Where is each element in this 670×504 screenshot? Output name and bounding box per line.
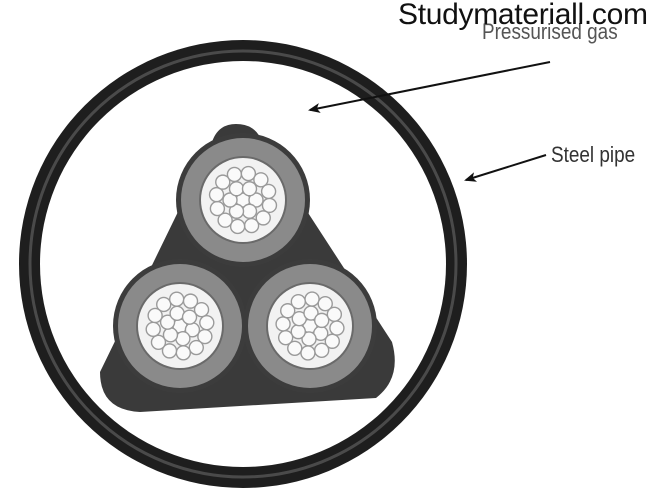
conductor-strand — [240, 165, 257, 182]
conductor-strand — [161, 343, 178, 359]
watermark-text: Studymateriall.com — [398, 0, 648, 31]
conductor-strand — [182, 293, 199, 309]
conductor-strand — [145, 321, 161, 338]
conductor-strand — [317, 296, 333, 312]
conductor-strand — [326, 306, 343, 323]
conductor-strand — [147, 307, 163, 324]
conductor-strand — [300, 345, 316, 361]
pressurised-gas-label: Pressurised gas — [482, 19, 618, 44]
conductor-strand — [241, 181, 258, 197]
conductor-strand — [181, 309, 198, 325]
conductor-strand — [241, 203, 258, 219]
pressurised-gas-arrow — [308, 61, 551, 113]
conductor-strand — [226, 166, 243, 183]
cable-core — [113, 259, 247, 393]
conductor-strand — [261, 197, 278, 214]
conductor-strand — [208, 186, 225, 203]
conductor-strand — [215, 174, 231, 190]
conductor-strand — [324, 333, 340, 349]
conductor-strand — [209, 200, 226, 217]
conductor-strand — [168, 291, 185, 307]
conductor-strand — [228, 203, 245, 219]
cable-core — [243, 259, 377, 393]
conductor-strand — [290, 293, 307, 310]
conductor-strand — [156, 296, 172, 313]
conductor-strand — [188, 339, 204, 356]
steel-pipe-arrow — [464, 154, 547, 182]
conductor-strand — [287, 340, 303, 356]
conductor-strand — [229, 218, 246, 235]
conductor-cores — [113, 133, 377, 393]
conductor-strand — [159, 314, 176, 330]
conductor-strand — [248, 192, 264, 208]
cable-core — [176, 133, 310, 267]
conductor-strand — [313, 342, 330, 359]
conductor-strand — [280, 303, 296, 319]
conductor-strand — [217, 212, 233, 228]
conductor-strand — [314, 312, 330, 329]
conductor-strand — [228, 181, 245, 197]
conductor-strand — [150, 334, 167, 350]
conductor-strand — [255, 210, 271, 226]
conductor-strand — [222, 192, 238, 208]
conductor-strand — [290, 323, 306, 340]
conductor-strand — [199, 314, 215, 331]
steel-pipe-mid — [28, 49, 458, 479]
conductor-strand — [329, 320, 345, 336]
conductor-strand — [260, 183, 277, 200]
conductor-strand — [175, 345, 192, 361]
conductor-strand — [193, 302, 210, 318]
steel-pipe-label: Steel pipe — [551, 142, 636, 167]
conductor-strand — [304, 291, 320, 307]
conductor-strand — [277, 329, 294, 346]
conductor-strand — [253, 172, 269, 188]
conductor-strand — [275, 316, 291, 332]
conductor-strand — [243, 217, 260, 234]
